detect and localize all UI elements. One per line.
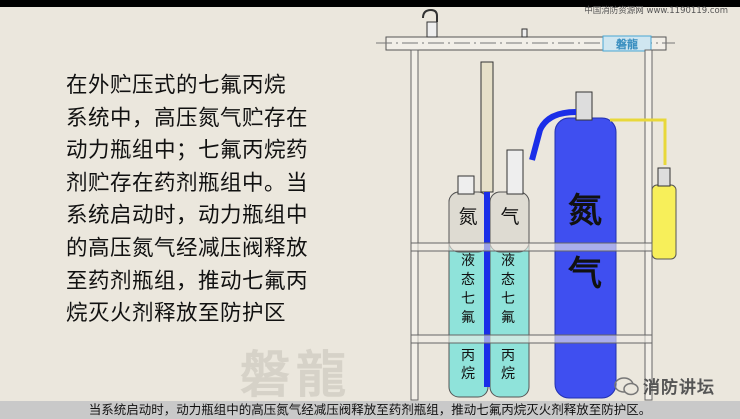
agent-label-char: 烷 (501, 366, 515, 382)
pipe-logo-box (602, 35, 652, 52)
nitrogen-hose (529, 109, 577, 161)
agent-label-left: 液 态 七 氟 丙 烷 (461, 253, 475, 382)
subtitle-text: 当系统启动时，动力瓶组中的高压氮气经减压阀释放至药剂瓶组，推动七氟丙烷灭火剂释放… (88, 402, 652, 417)
paragraph-line: 的高压氮气经减压阀释放 (66, 235, 309, 261)
agent-label-char: 液 (501, 253, 515, 269)
agent-valve-right (506, 149, 524, 195)
agent-top-label-right: 气 (500, 206, 519, 228)
agent-label-char: 烷 (461, 366, 475, 382)
paragraph-line: 动力瓶组中；七氟丙烷药 (66, 138, 309, 164)
frame-rail-lower (410, 334, 653, 344)
frame-post-left (410, 49, 419, 401)
agent-valve-left (457, 175, 475, 195)
agent-label-right: 液 态 七 氟 丙 烷 (501, 253, 515, 382)
nitrogen-label: 氮 (568, 191, 602, 231)
frame-rail-upper (410, 242, 653, 252)
agent-label-char: 丙 (461, 348, 475, 364)
wechat-icon (614, 376, 639, 395)
siphon-tube (484, 192, 490, 387)
paragraph-line: 系统中，高压氮气贮存在 (66, 105, 309, 131)
starter-valve (657, 167, 671, 187)
small-valve (521, 28, 528, 38)
agent-top-label-left: 氮 (458, 206, 477, 228)
starter-cylinder (651, 184, 677, 260)
nitrogen-valve (575, 91, 593, 121)
slide-paragraph: 在外贮压式的七氟丙烷 系统中，高压氮气贮存在 动力瓶组中；七氟丙烷药 剂贮存在药… (66, 70, 316, 331)
frame-post-right (644, 49, 653, 401)
pressure-switch-icon (422, 8, 438, 22)
paragraph-line: 在外贮压式的七氟丙烷 (66, 73, 287, 98)
agent-label-char: 态 (501, 272, 515, 288)
agent-label-char: 液 (461, 253, 475, 269)
agent-label-char: 氟 (501, 310, 515, 326)
starter-line (610, 118, 667, 165)
pipe-logo: 磐龍 (616, 37, 638, 51)
paragraph-line: 系统启动时，动力瓶组中 (66, 203, 309, 229)
paragraph-line: 烷灭火剂释放至防护区 (66, 301, 287, 327)
agent-label-char: 丙 (501, 348, 515, 364)
nitrogen-label: 气 (567, 254, 602, 294)
agent-label-char: 氟 (461, 310, 475, 326)
paragraph-line: 剂贮存在药剂瓶组中。当 (66, 170, 309, 196)
source-credit: 中国消防资源网 www.1190119.com (584, 6, 728, 16)
agent-label-char: 七 (501, 291, 515, 307)
pressure-switch (426, 21, 438, 38)
agent-label-char: 态 (461, 272, 475, 288)
watermark: 磐龍 (240, 345, 352, 404)
check-valve-column (480, 61, 494, 193)
subtitle-bar: 当系统启动时，动力瓶组中的高压氮气经减压阀释放至药剂瓶组，推动七氟丙烷灭火剂释放… (0, 401, 740, 419)
wechat-account-name: 消防讲坛 (643, 378, 715, 398)
wechat-watermark: 消防讲坛 (614, 373, 715, 398)
paragraph-line: 至药剂瓶组，推动七氟丙 (66, 268, 309, 294)
agent-label-char: 七 (461, 291, 475, 307)
